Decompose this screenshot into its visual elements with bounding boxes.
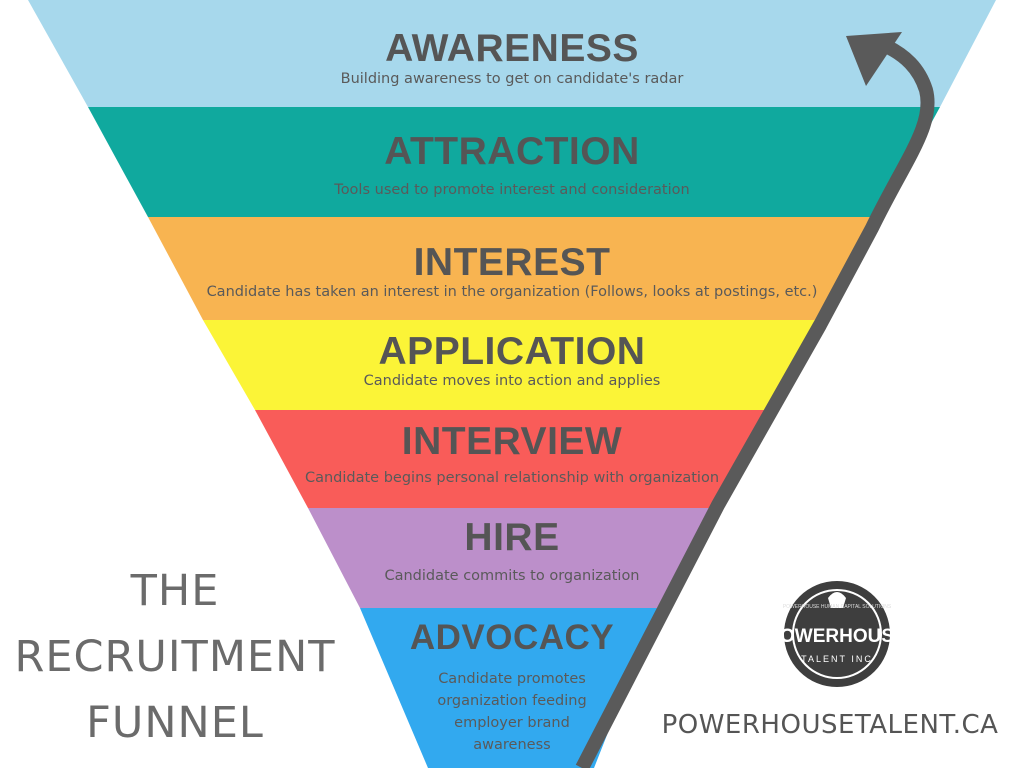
stage-band-hire (308, 508, 715, 608)
stage-desc-advocacy-line3: employer brand (454, 715, 570, 731)
stage-desc-interview: Candidate begins personal relationship w… (304, 470, 720, 486)
logo-sub: TALENT INC (801, 654, 873, 664)
stage-band-attraction (88, 107, 940, 217)
stage-desc-attraction: Tools used to promote interest and consi… (334, 182, 690, 198)
logo-name: POWERHOUSE (767, 626, 906, 647)
stage-band-interest (148, 217, 880, 320)
stage-band-advocacy (360, 608, 657, 768)
stage-desc-interest: Candidate has taken an interest in the o… (206, 284, 818, 300)
stage-title-interview: INTERVIEW (401, 420, 623, 463)
stage-desc-hire: Candidate commits to organization (384, 568, 640, 584)
powerhouse-logo: POWERHOUSE TALENT INC POWERHOUSE HUMAN C… (767, 581, 907, 687)
heading-line-funnel: FUNNEL (86, 698, 264, 748)
stage-desc-awareness: Building awareness to get on candidate's… (340, 71, 684, 87)
stage-desc-advocacy-line1: Candidate promotes (438, 671, 586, 687)
stage-desc-advocacy-line4: awareness (473, 737, 551, 753)
stage-title-interest: INTEREST (413, 241, 611, 284)
stage-band-interview (255, 410, 768, 508)
stage-title-attraction: ATTRACTION (384, 130, 640, 173)
stage-desc-application: Candidate moves into action and applies (363, 373, 661, 389)
stage-title-hire: HIRE (464, 516, 560, 559)
stage-band-awareness (28, 0, 996, 107)
lightbulb-icon (828, 592, 846, 608)
stage-band-application (203, 320, 825, 410)
stage-title-awareness: AWARENESS (385, 27, 639, 70)
website-url: POWERHOUSETALENT.CA (661, 710, 999, 740)
stage-title-application: APPLICATION (378, 330, 646, 373)
logo-ring-text: POWERHOUSE HUMAN CAPITAL SOLUTIONS (783, 604, 892, 610)
stage-title-advocacy: ADVOCACY (409, 618, 615, 657)
heading-line-recruitment: RECRUITMENT (14, 632, 336, 682)
stage-desc-advocacy-line2: organization feeding (437, 693, 587, 709)
cycle-arrow-shaft (575, 38, 935, 768)
heading-line-the: THE (130, 566, 220, 616)
cycle-arrow-head (846, 32, 902, 86)
